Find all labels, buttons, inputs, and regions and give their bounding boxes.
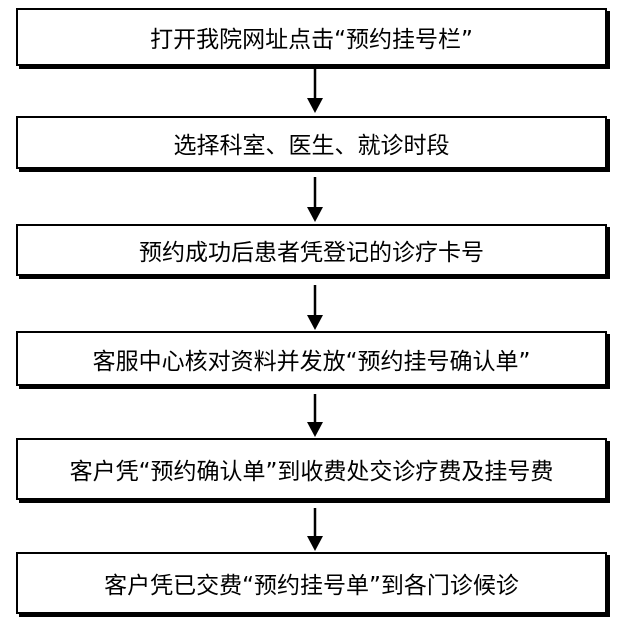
step-text-6: 客户凭已交费“预约挂号单”到各门诊候诊 bbox=[104, 573, 519, 599]
step-text-4: 客服中心核对资料并发放“预约挂号确认单” bbox=[92, 348, 531, 375]
step-text-3: 预约成功后患者凭登记的诊疗卡号 bbox=[139, 240, 484, 266]
step-text-1: 打开我院网址点击“预约挂号栏” bbox=[150, 27, 473, 53]
step-text-2: 选择科室、医生、就诊时段 bbox=[173, 132, 450, 159]
step-box-3: 预约成功后患者凭登记的诊疗卡号 bbox=[16, 224, 607, 276]
step-box-1: 打开我院网址点击“预约挂号栏” bbox=[16, 8, 607, 66]
step-text-5: 客户凭“预约确认单”到收费处交诊疗费及挂号费 bbox=[69, 459, 554, 485]
arrow-4 bbox=[305, 394, 325, 438]
step-box-6: 客户凭已交费“预约挂号单”到各门诊候诊 bbox=[16, 552, 607, 614]
arrow-5 bbox=[305, 508, 325, 552]
arrow-3 bbox=[305, 285, 325, 331]
step-box-2: 选择科室、医生、就诊时段 bbox=[16, 116, 607, 169]
arrow-1 bbox=[305, 68, 325, 114]
step-box-5: 客户凭“预约确认单”到收费处交诊疗费及挂号费 bbox=[16, 438, 607, 500]
arrow-2 bbox=[305, 177, 325, 223]
step-box-4: 客服中心核对资料并发放“预约挂号确认单” bbox=[16, 331, 607, 386]
